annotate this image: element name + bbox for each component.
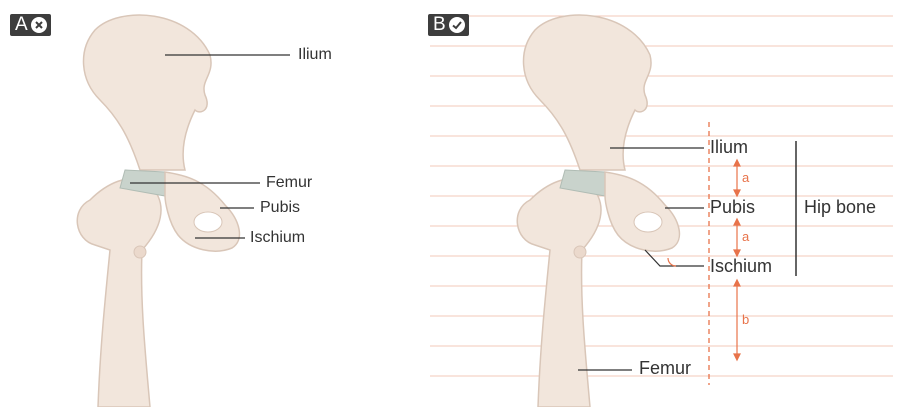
pubis-ischium-bone: [165, 172, 239, 251]
badge-b: B: [428, 14, 469, 36]
panel-b: B Ilium Pubis Ischium Femur Hip bone a a…: [420, 0, 903, 407]
label-pubis-a: Pubis: [260, 199, 300, 217]
ilium-bone: [84, 15, 212, 170]
label-hip-bone: Hip bone: [804, 197, 876, 218]
baseline-grid: [430, 16, 893, 376]
femur-bone: [77, 179, 161, 407]
spacing-label-a2: a: [742, 229, 749, 244]
spacing-arrow-b: [734, 280, 740, 360]
hip-illustration-a: [0, 0, 420, 407]
label-femur-b: Femur: [639, 358, 691, 379]
greater-trochanter: [574, 246, 586, 258]
label-ischium-a: Ischium: [250, 229, 305, 247]
femur-bone: [517, 179, 601, 407]
badge-a: A: [10, 14, 51, 36]
greater-trochanter: [134, 246, 146, 258]
spacing-label-b: b: [742, 312, 749, 327]
panel-a: A Ilium Femur Pubis Ischium: [0, 0, 420, 407]
obturator-foramen: [194, 212, 222, 232]
label-pubis-b: Pubis: [710, 197, 755, 218]
cross-circle-icon: [31, 17, 47, 33]
spacing-label-a1: a: [742, 170, 749, 185]
badge-letter-a: A: [15, 14, 28, 36]
label-femur-a: Femur: [266, 174, 312, 192]
label-ischium-b: Ischium: [710, 256, 772, 277]
label-ilium-b: Ilium: [710, 137, 748, 158]
spacing-arrow-a1: [734, 160, 740, 196]
ilium-bone: [524, 15, 652, 170]
pubis-ischium-bone: [605, 172, 679, 251]
spacing-arrow-a2: [734, 219, 740, 256]
check-circle-icon: [449, 17, 465, 33]
label-ilium-a: Ilium: [298, 46, 332, 64]
badge-letter-b: B: [433, 14, 446, 36]
obturator-foramen: [634, 212, 662, 232]
